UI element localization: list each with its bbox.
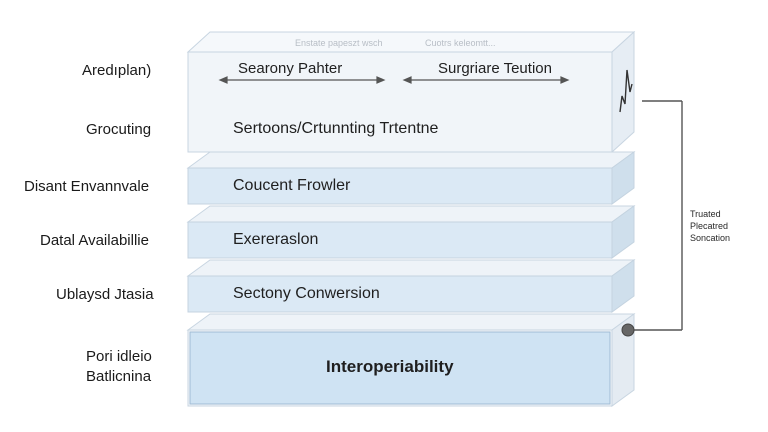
left-label-4: Datal Availabillie (40, 232, 149, 249)
layer-2-text: Exereraslon (233, 231, 319, 248)
side-note: Truated Plecatred Soncation (690, 208, 730, 244)
layer-3-text: Sectony Conwersion (233, 285, 380, 302)
base-side (611, 313, 635, 407)
layer-2-front (187, 221, 613, 259)
layer-3-top-face (186, 259, 636, 277)
left-label-5: Ublaysd Jtasia (56, 286, 154, 303)
arrow-left (218, 76, 386, 84)
left-label-2: Grocuting (86, 121, 152, 138)
layer-3-side (611, 259, 635, 313)
layer-1-front (187, 167, 613, 205)
connector-node-icon (621, 323, 635, 337)
base-front (189, 331, 611, 405)
top-faint-left: Enstate papeszt wsch (295, 38, 383, 48)
squiggle-mark-icon (619, 69, 633, 113)
top-faint-right: Cuotrs keleomtt... (425, 38, 496, 48)
top-row-2-text: Sertoons/Crtunnting Trtentne (233, 120, 439, 137)
layer-2-top-face (186, 205, 636, 223)
side-note-line-1: Truated (690, 209, 721, 219)
arrow-right-label: Surgriare Teution (438, 60, 552, 77)
layer-2-side (611, 205, 635, 259)
layer-3-front (187, 275, 613, 313)
layer-1-side (611, 151, 635, 205)
layer-1-top-face (186, 151, 636, 169)
base-layer-text: Interoperiability (326, 357, 454, 376)
left-label-3: Disant Envannvale (24, 178, 150, 195)
side-note-line-2: Plecatred (690, 221, 729, 231)
left-label-6: Pori idleio (86, 348, 152, 365)
base-top-face (186, 313, 636, 331)
arrow-right (402, 76, 570, 84)
right-bracket-connector (628, 100, 683, 331)
top-block-front (187, 51, 613, 153)
left-label-7: Batlicnina (86, 368, 152, 385)
layer-1-text: Coucent Frowler (233, 177, 351, 194)
top-block-top-face (186, 31, 636, 53)
arrow-left-label: Searony Pahter (238, 60, 343, 77)
left-label-1: Aredıplan) (82, 62, 152, 79)
side-note-line-3: Soncation (690, 233, 731, 243)
top-block-side (611, 30, 635, 154)
